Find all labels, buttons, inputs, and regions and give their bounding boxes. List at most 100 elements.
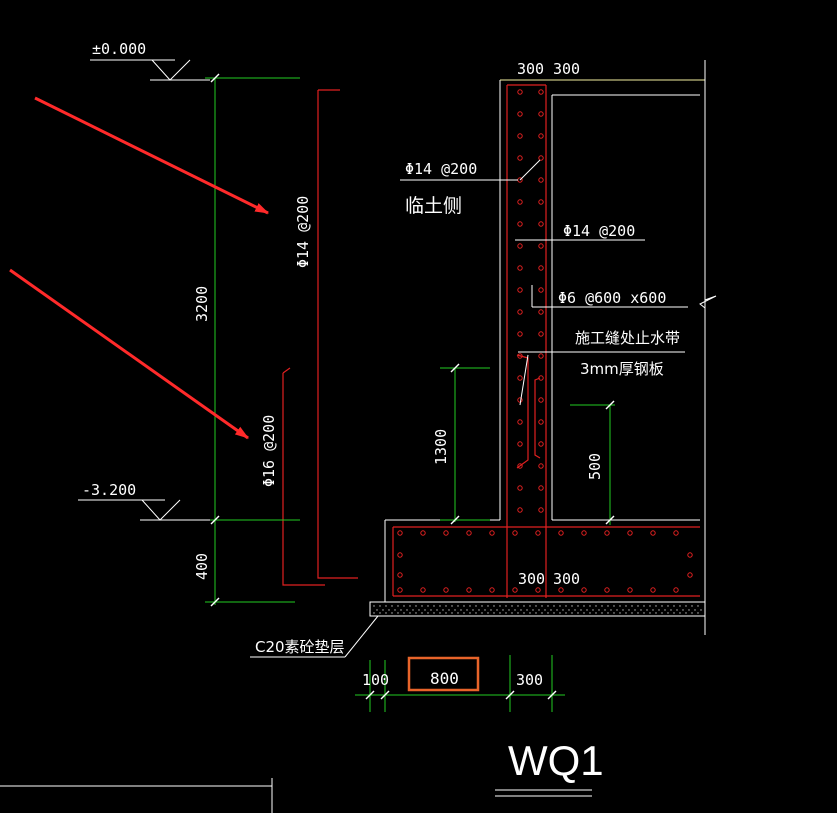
hatch-dot — [664, 609, 666, 611]
rebar-dot — [517, 463, 523, 469]
rebar-dot — [538, 265, 544, 271]
hatch-dot — [631, 605, 633, 607]
hatch-dot — [589, 605, 591, 607]
hatch-dot — [607, 612, 609, 614]
hatch-dot — [514, 609, 516, 611]
hatch-dot — [400, 609, 402, 611]
hatch-dot — [595, 612, 597, 614]
rebar-dot — [517, 375, 523, 381]
hatch-dot — [430, 609, 432, 611]
annotation-arrow-lower — [9, 268, 249, 440]
hatch-dot — [373, 612, 375, 614]
hatch-dot — [577, 605, 579, 607]
hatch-dot — [661, 605, 663, 607]
rebar-dot — [581, 587, 587, 593]
hatch-dot — [499, 612, 501, 614]
hatch-dot — [679, 612, 681, 614]
soil-side-note: 临土侧 — [405, 195, 462, 217]
hatch-dot — [607, 605, 609, 607]
rebar-dot — [538, 375, 544, 381]
rebar-dot — [581, 530, 587, 536]
hatch-dot — [523, 605, 525, 607]
rebar-dot — [538, 353, 544, 359]
hatch-dot — [550, 609, 552, 611]
hatch-dot — [520, 609, 522, 611]
rebar-dot — [627, 530, 633, 536]
rebar-inner-label: Φ14 @200 — [563, 222, 635, 240]
rebar-dot — [517, 353, 523, 359]
hatch-dot — [466, 609, 468, 611]
rebar-dot — [627, 587, 633, 593]
rebar-dot — [517, 287, 523, 293]
hatch-dot — [583, 605, 585, 607]
hatch-dot — [646, 609, 648, 611]
hatch-dot — [595, 605, 597, 607]
hatch-dot — [691, 612, 693, 614]
hatch-dot — [556, 609, 558, 611]
hatch-dot — [673, 605, 675, 607]
rebar-dot — [538, 221, 544, 227]
hatch-dot — [571, 612, 573, 614]
hatch-dot — [616, 609, 618, 611]
hatch-dot — [427, 605, 429, 607]
hatch-dot — [643, 605, 645, 607]
rebar-dot — [538, 89, 544, 95]
highlight-box — [407, 656, 480, 692]
dim-top-left: 300 — [517, 60, 544, 78]
hatch-dot — [640, 609, 642, 611]
hatch-dot — [403, 612, 405, 614]
hatch-dot — [559, 612, 561, 614]
hatch-dot — [415, 605, 417, 607]
hatch-dot — [565, 612, 567, 614]
hatch-dot — [535, 612, 537, 614]
rebar-dot — [673, 530, 679, 536]
hatch-dot — [481, 605, 483, 607]
hatch-dot — [397, 612, 399, 614]
hatch-dot — [469, 612, 471, 614]
hatch-dot — [406, 609, 408, 611]
rebar-dot — [517, 309, 523, 315]
hatch-dot — [670, 609, 672, 611]
rebar-dot — [538, 331, 544, 337]
dim-toe: 800 — [430, 669, 459, 688]
bedding-hatch — [373, 605, 702, 614]
hatch-dot — [649, 612, 651, 614]
hatch-dot — [592, 609, 594, 611]
hatch-dot — [436, 609, 438, 611]
hatch-dot — [475, 605, 477, 607]
hatch-dot — [541, 612, 543, 614]
rebar-tie-label: Φ6 @600 x600 — [558, 289, 666, 307]
hatch-dot — [679, 605, 681, 607]
dim-joint: 1300 — [432, 429, 450, 465]
dim-base-height: 400 — [193, 553, 211, 580]
hatch-dot — [601, 612, 603, 614]
rebar-dot — [466, 530, 472, 536]
rebar-dot — [517, 133, 523, 139]
hatch-dot — [661, 612, 663, 614]
hatch-dot — [544, 609, 546, 611]
hatch-dot — [688, 609, 690, 611]
hatch-dot — [484, 609, 486, 611]
rebar-dot — [397, 552, 403, 558]
elevation-top-label: ±0.000 — [92, 40, 146, 58]
annotation-arrow-upper — [34, 96, 270, 215]
hatch-dot — [493, 605, 495, 607]
dimension-lines — [205, 77, 615, 712]
rebar-dot — [650, 587, 656, 593]
hatch-dot — [463, 612, 465, 614]
hatch-dot — [565, 605, 567, 607]
hatch-dot — [487, 605, 489, 607]
hatch-dot — [433, 612, 435, 614]
hatch-dot — [619, 605, 621, 607]
hatch-dot — [451, 612, 453, 614]
sheet-border — [0, 778, 273, 813]
hatch-dot — [643, 612, 645, 614]
hatch-dot — [694, 609, 696, 611]
rebar-dot — [673, 587, 679, 593]
hatch-dot — [700, 609, 702, 611]
hatch-dot — [625, 612, 627, 614]
hatch-dot — [526, 609, 528, 611]
hatch-dot — [499, 605, 501, 607]
wall-outline — [369, 60, 717, 635]
elevation-marker-top — [90, 59, 210, 81]
